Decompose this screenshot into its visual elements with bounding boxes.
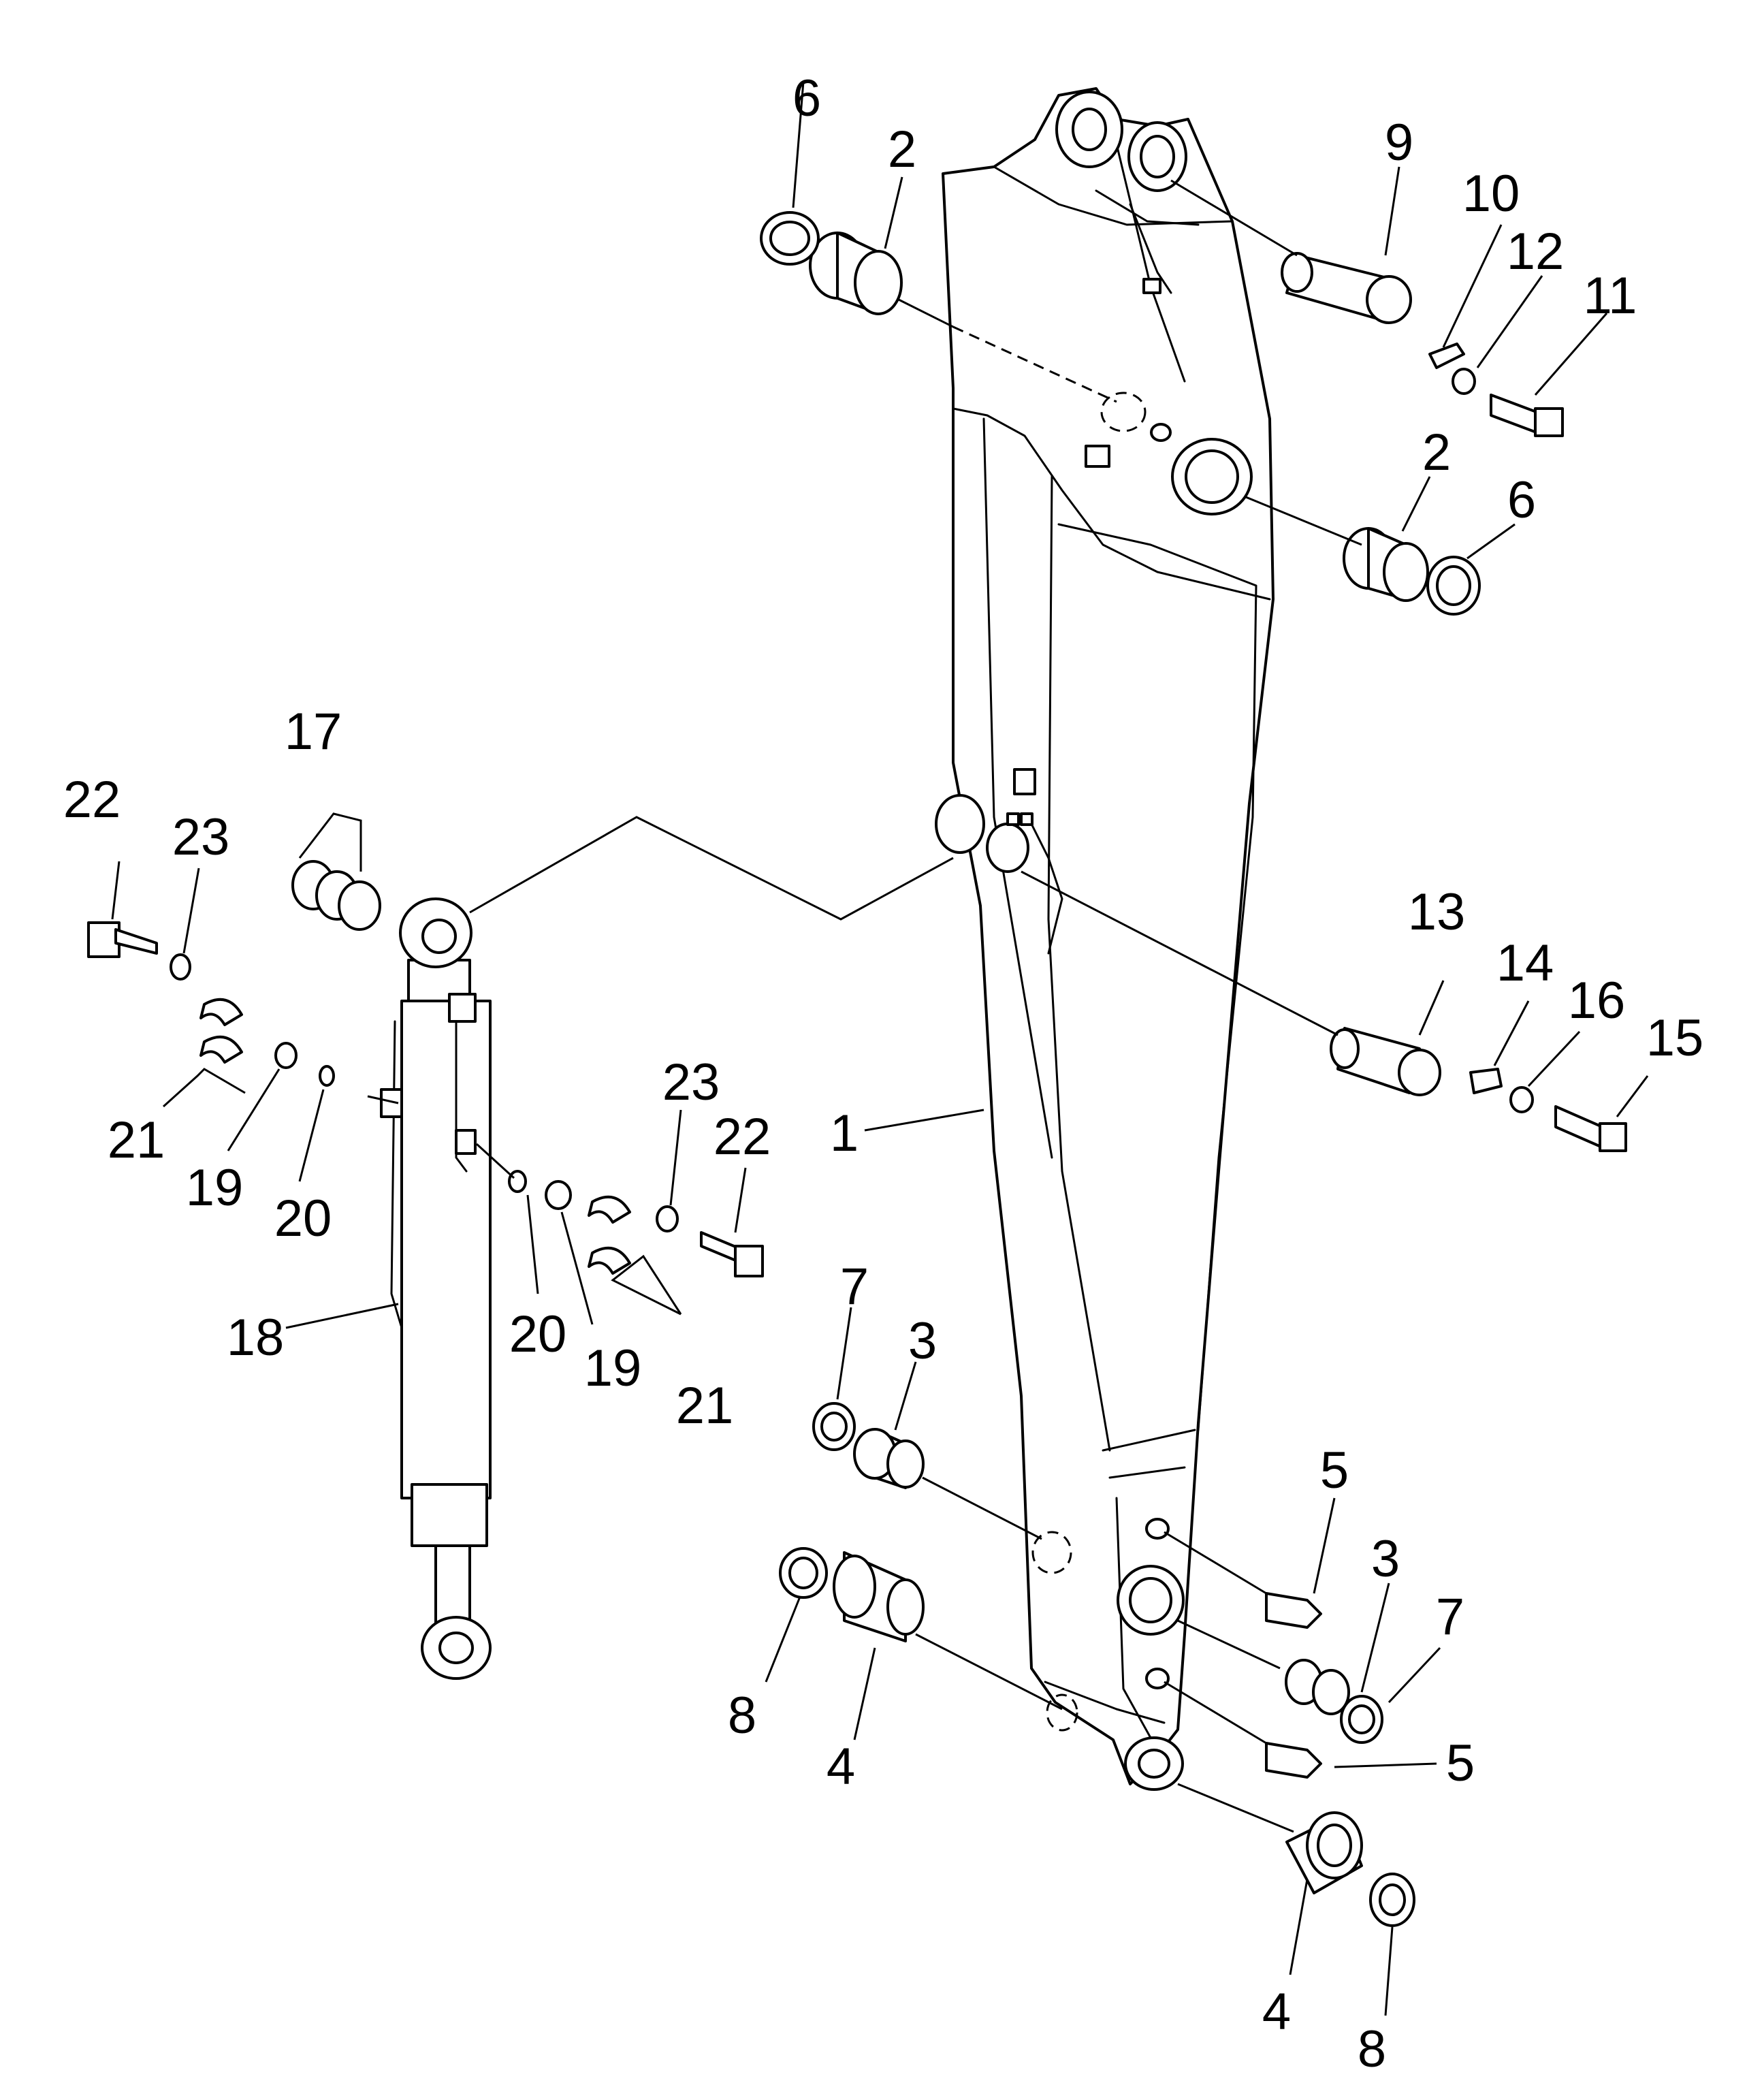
callout-17: 17 [285,703,342,761]
pin-9 [1281,252,1412,324]
hardware-22-23-left [87,921,335,1087]
callout-19: 19 [584,1339,642,1397]
callout-11: 11 [1584,267,1637,325]
hardware-11-12-10 [1428,343,1564,437]
callout-16: 16 [1568,972,1626,1030]
callout-19: 19 [186,1159,244,1217]
callout-2: 2 [888,121,916,178]
callout-4: 4 [827,1738,855,1796]
bushing-4-left [779,1547,925,1642]
callout-6: 6 [1507,471,1536,529]
callout-20: 20 [274,1190,332,1247]
callout-8: 8 [1358,2020,1386,2078]
bushing-3-left [812,1402,925,1489]
shims-17 [291,860,381,931]
hardware-14-15-16 [1469,1068,1627,1152]
bushing-2-top [809,232,903,315]
seal-6-right [1426,556,1481,616]
callout-21: 21 [108,1111,165,1169]
callout-23: 23 [172,808,230,866]
callout-labels: 6 2 9 10 12 11 2 6 17 22 23 21 19 20 13 … [63,69,1704,2078]
callout-23: 23 [662,1053,720,1111]
callout-14: 14 [1496,934,1554,992]
callout-6: 6 [792,69,821,127]
bushing-3-right [1285,1659,1383,1744]
callout-15: 15 [1646,1009,1704,1067]
pin-13 [1330,1027,1441,1096]
arm-assembly [935,87,1275,1791]
seal-6-top [760,211,820,266]
callout-10: 10 [1462,165,1520,223]
callout-1: 1 [830,1104,859,1162]
bushing-2-right [1343,527,1429,602]
grease-fittings-5 [1265,1592,1322,1779]
callout-3: 3 [1371,1530,1400,1588]
hardware-22-23-right [508,1170,764,1277]
callout-7: 7 [840,1258,869,1316]
callout-8: 8 [728,1687,756,1745]
callout-7: 7 [1436,1588,1464,1646]
callout-12: 12 [1507,223,1565,281]
callout-21: 21 [676,1377,734,1435]
callout-2: 2 [1422,424,1451,481]
bushing-4-right [1285,1811,1415,1927]
callout-3: 3 [908,1312,937,1370]
leader-lines [111,81,1649,2016]
callout-22: 22 [714,1108,771,1166]
arm-cylinder [380,897,492,1680]
callout-18: 18 [227,1309,285,1367]
callout-4: 4 [1262,1983,1291,2041]
callout-20: 20 [509,1305,567,1363]
callout-13: 13 [1408,883,1466,941]
callout-9: 9 [1385,114,1413,172]
callout-5: 5 [1320,1442,1349,1499]
callout-22: 22 [63,771,121,829]
callout-5: 5 [1446,1734,1475,1792]
